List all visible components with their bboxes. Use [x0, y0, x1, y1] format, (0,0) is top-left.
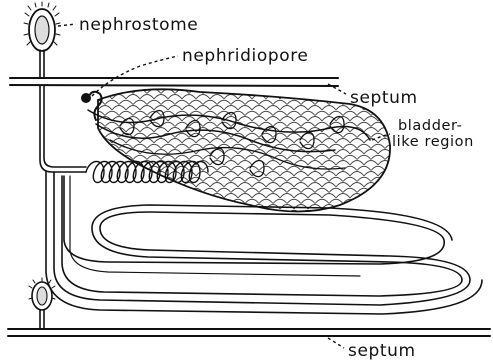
- nephrostome-funnel-top: [24, 2, 60, 78]
- label-septum-top: septum: [350, 88, 418, 108]
- label-bladder-line2: like region: [392, 134, 474, 150]
- septum-top-line: [10, 78, 338, 86]
- nephrostome-funnel-bottom: [29, 278, 55, 329]
- septum-bottom-line: [8, 329, 490, 336]
- leader-septum-bottom: [328, 338, 344, 348]
- label-nephrostome: nephrostome: [79, 15, 198, 35]
- label-nephridiopore: nephridiopore: [182, 46, 309, 66]
- label-septum-bottom: septum: [348, 341, 416, 360]
- nephridial-duct: [40, 86, 86, 172]
- leader-nephrostome: [58, 24, 76, 26]
- bladder-like-region: [98, 89, 390, 211]
- label-bladder-line1: bladder-: [398, 118, 463, 134]
